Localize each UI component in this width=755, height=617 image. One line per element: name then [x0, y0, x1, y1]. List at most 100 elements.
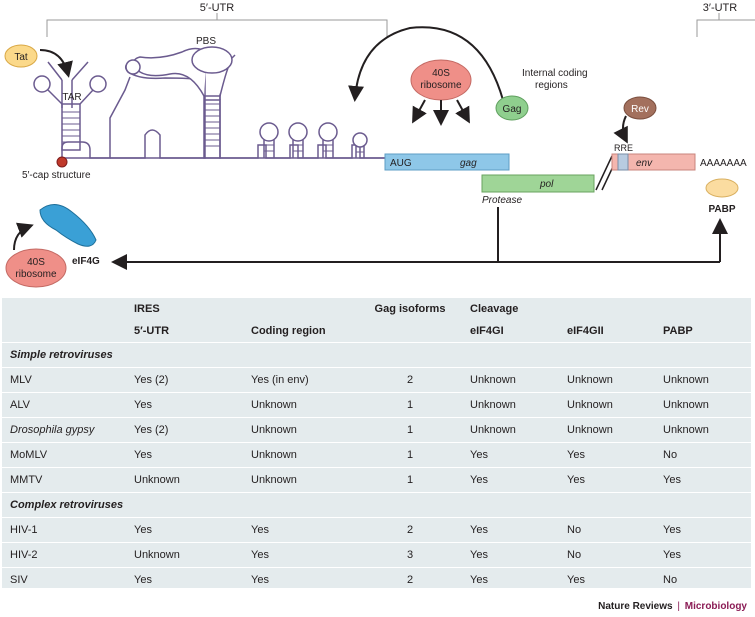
gag-gene-bar — [384, 153, 510, 171]
section-title: Simple retroviruses — [2, 342, 751, 368]
reinitiation-arrow — [315, 36, 384, 95]
small-hairpins — [259, 122, 368, 158]
header-cell: 5′-UTR — [134, 325, 170, 337]
gag-gene-label: gag — [460, 158, 477, 169]
table-cell: Yes — [559, 467, 655, 493]
table-cell: Unknown — [655, 392, 751, 418]
footer-section: Microbiology — [684, 601, 747, 612]
table-cell: Yes — [243, 517, 358, 543]
section-title: Complex retroviruses — [2, 492, 751, 518]
table-cell: 3 — [358, 542, 462, 568]
header-cell — [655, 298, 751, 320]
utr3-bracket — [696, 13, 755, 37]
table-cell: 1 — [358, 392, 462, 418]
ribosome-top-line1: 40S — [432, 68, 450, 79]
aug-label: AUG — [390, 158, 412, 169]
virus-name-cell: MLV — [2, 367, 126, 393]
header-cell: Cleavage — [470, 303, 519, 315]
table-cell: No — [655, 567, 751, 592]
table-cell: Unknown — [243, 417, 358, 443]
header-cell: eIF4GI — [470, 325, 504, 337]
header-cell: IRES — [134, 303, 160, 315]
header-cell: Gag isoforms — [374, 303, 446, 315]
ires-table-panel: IRES Gag isoforms Cleavage 5′-UTR Coding reg… — [2, 298, 751, 592]
table-cell: Yes — [462, 542, 559, 568]
virus-name-cell: ALV — [2, 392, 126, 418]
pabp-label: PABP — [708, 204, 735, 215]
rna-structure-diagram: 5′-UTR 3′-UTR — [4, 2, 755, 288]
table-cell: Yes (2) — [126, 417, 243, 443]
table-cell: Yes — [559, 567, 655, 592]
table-cell: Yes — [126, 442, 243, 468]
env-gene-label: env — [636, 158, 653, 169]
footer-journal: Nature Reviews — [598, 601, 673, 612]
utr3-label: 3′-UTR — [703, 2, 738, 14]
header-cell — [2, 320, 126, 343]
rev-protein-icon — [623, 96, 657, 120]
virus-name-cell: Drosophila gypsy — [2, 417, 126, 443]
cap-structure-icon — [56, 156, 68, 168]
rre-box — [617, 153, 629, 171]
pbs-loop — [191, 46, 233, 74]
table-cell: Unknown — [462, 417, 559, 443]
table-cell: Unknown — [126, 542, 243, 568]
table-cell: Yes (in env) — [243, 367, 358, 393]
tar-stem — [62, 111, 80, 143]
table-cell: Unknown — [462, 367, 559, 393]
table-cell: Unknown — [126, 467, 243, 493]
table-cell: Yes — [655, 542, 751, 568]
rev-arrow — [613, 115, 628, 144]
env-gene-bar — [611, 153, 696, 171]
loop-back-arrow — [348, 26, 504, 102]
table-cell: Yes — [559, 442, 655, 468]
internal-line2: regions — [535, 80, 568, 91]
table-cell: Yes — [462, 517, 559, 543]
tar-label: TAR — [62, 92, 81, 103]
virus-name-cell: HIV-1 — [2, 517, 126, 543]
internal-entry-arrow — [351, 45, 391, 140]
table-cell: Yes — [462, 442, 559, 468]
table-cell: Unknown — [559, 417, 655, 443]
table-cell: Yes — [243, 542, 358, 568]
tat-label: Tat — [14, 52, 28, 63]
eif4g-label: eIF4G — [72, 256, 100, 267]
header-cell: Coding region — [251, 325, 326, 337]
table-cell: Unknown — [462, 392, 559, 418]
internal-line1: Internal coding — [522, 68, 588, 79]
gag-protein-label: Gag — [503, 104, 522, 115]
tat-arrow — [39, 49, 73, 78]
table-cell: 2 — [358, 517, 462, 543]
pbs-label: PBS — [196, 36, 216, 47]
header-cell — [358, 320, 462, 343]
table-cell: Yes — [655, 517, 751, 543]
rre-label: RRE — [614, 143, 633, 153]
table-cell: Unknown — [655, 417, 751, 443]
header-cell: eIF4GII — [567, 325, 604, 337]
table-cell: No — [559, 542, 655, 568]
cleavage-arrows — [111, 207, 728, 270]
ribosome-scan-arrows — [412, 99, 470, 126]
hairpin-rungs — [264, 144, 364, 153]
table-cell: Yes — [462, 567, 559, 592]
protease-label: Protease — [482, 195, 522, 206]
footer: Nature Reviews | Microbiology — [598, 601, 747, 612]
virus-name-cell: SIV — [2, 567, 126, 592]
virus-name-cell: HIV-2 — [2, 542, 126, 568]
cap-label: 5′-cap structure — [22, 170, 91, 181]
pol-gene-label: pol — [539, 179, 554, 190]
ribosome-bottom-line2: ribosome — [15, 269, 57, 280]
table-cell: Yes — [243, 567, 358, 592]
table-cell: Yes — [462, 467, 559, 493]
table-cell: 2 — [358, 367, 462, 393]
table-cell: 1 — [358, 417, 462, 443]
virus-name-cell: MoMLV — [2, 442, 126, 468]
table-cell: No — [559, 517, 655, 543]
gag-protein-icon — [495, 95, 529, 121]
